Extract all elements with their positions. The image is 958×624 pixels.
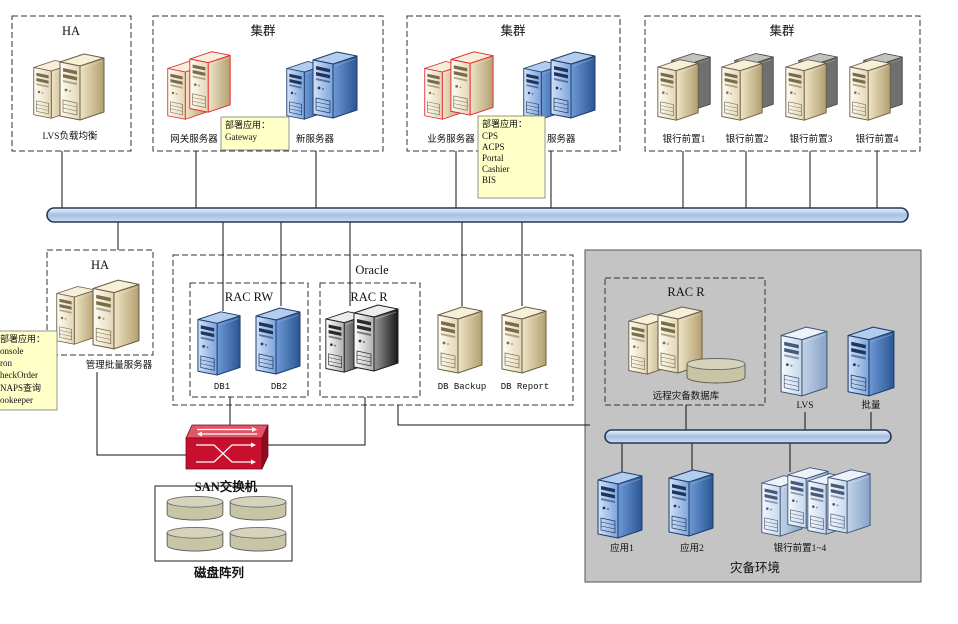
bank-server-label: 银行前置1 (663, 133, 706, 145)
san-switch-icon (185, 424, 269, 470)
dr-bank-label: 银行前置1~4 (774, 542, 827, 554)
bank-server-icon (657, 59, 699, 121)
db1-label: DB1 (214, 382, 230, 392)
mgmt-ha-title: HA (91, 258, 109, 272)
note-app: NAPS查询 (0, 382, 41, 393)
disk-icon (229, 496, 287, 521)
disk-icon (166, 527, 224, 552)
note-app: Gateway (225, 132, 257, 142)
disk-icon (166, 496, 224, 521)
dr-app1-label: 应用1 (610, 542, 634, 554)
dr-connections (621, 405, 872, 472)
db-report-server-icon (502, 307, 546, 373)
bank-server-label: 银行前置3 (790, 133, 833, 145)
dr-batch-server-icon (848, 327, 894, 396)
note-app: ACPS (482, 142, 505, 152)
business-cluster-title: 集群 (500, 23, 526, 38)
gateway-server-icon (189, 51, 231, 113)
new-server-icon (313, 52, 357, 118)
business-server-icon (450, 51, 494, 116)
note-app: Cashier (482, 164, 510, 174)
bank-server-icon (721, 59, 763, 121)
disk-array-label: 磁盘阵列 (193, 565, 244, 580)
dr-app2-server-icon (669, 470, 713, 536)
note-app: Portal (482, 153, 504, 163)
bank-server-icon (785, 59, 827, 121)
dr-lvs-server-icon (781, 327, 827, 396)
db2-server-icon (256, 308, 300, 374)
mgmt-server-icon (93, 280, 139, 349)
note-heading: 部署应用： (0, 333, 45, 344)
lvs-server-icon (60, 54, 104, 120)
mgmt-server-icon (56, 286, 96, 345)
business-deploy-note: 部署应用： CPS ACPS Portal Cashier BIS (477, 115, 546, 199)
db-backup-server-icon (438, 307, 482, 373)
main-network-bus (46, 207, 909, 223)
note-app: ookeeper (0, 395, 33, 405)
bank-server-label: 银行前置4 (856, 133, 899, 145)
san-switch-label: SAN交换机 (195, 479, 258, 494)
db1-server-icon (197, 311, 241, 376)
business-server-label: 业务服务器 (427, 133, 475, 145)
dr-app1-server-icon (598, 472, 642, 538)
dr-db-label: 远程灾备数据库 (653, 390, 720, 402)
oracle-title: Oracle (355, 263, 389, 277)
note-app: ron (0, 358, 12, 368)
db2-label: DB2 (271, 382, 287, 392)
lvs-label: LVS负载均衡 (42, 130, 98, 142)
db-backup-label: DB Backup (438, 382, 487, 392)
bottom-connections (117, 222, 523, 311)
gateway-cluster-title: 集群 (250, 23, 276, 38)
note-app: BIS (482, 175, 496, 185)
db-report-label: DB Report (501, 382, 550, 392)
rac-rw-title: RAC RW (225, 290, 273, 304)
bank-cluster-title: 集群 (769, 23, 795, 38)
note-heading: 部署应用： (225, 119, 270, 130)
dr-rac-r-title: RAC R (667, 285, 705, 299)
new-server-label: 新服务器 (296, 133, 335, 145)
rac-r-server-icon (354, 305, 398, 371)
dr-network-bus (604, 429, 892, 444)
note-app: heckOrder (0, 370, 38, 380)
bank-server-label: 银行前置2 (726, 133, 769, 145)
note-app: onsole (0, 346, 24, 356)
bank-server-icon (849, 59, 891, 121)
gateway-deploy-note: 部署应用： Gateway (220, 116, 290, 151)
disk-icon (229, 527, 287, 552)
top-connections (61, 151, 878, 208)
dr-app2-label: 应用2 (680, 542, 704, 554)
dr-batch-label: 批量 (861, 399, 881, 411)
blue-server-icon (551, 52, 595, 118)
rac-r-title: RAC R (350, 290, 388, 304)
ha-lvs-title: HA (62, 24, 80, 38)
mgmt-server-label: 管理批量服务器 (86, 359, 153, 371)
gateway-server-label: 网关服务器 (170, 133, 218, 145)
note-heading: 部署应用： (482, 118, 527, 129)
note-app: CPS (482, 131, 498, 141)
dr-disk-icon (686, 358, 746, 384)
mgmt-deploy-note: 部署应用： onsole ron heckOrder NAPS查询 ookeep… (0, 330, 58, 411)
san-connections (96, 372, 590, 456)
dr-lvs-label: LVS (796, 401, 813, 411)
blue-server-label: 服务器 (547, 133, 576, 145)
dr-bank-server-icon (827, 469, 871, 534)
dr-title: 灾备环境 (730, 560, 780, 575)
